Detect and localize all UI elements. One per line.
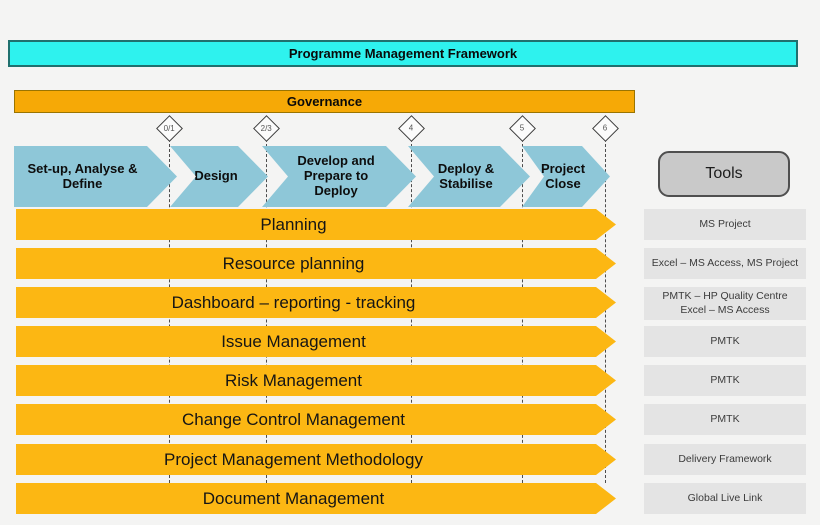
tool-box-dashboard: PMTK – HP Quality Centre Excel – MS Acce… (644, 287, 806, 320)
tool-box-change-control: PMTK (644, 404, 806, 435)
tool-box-resource-planning: Excel – MS Access, MS Project (644, 248, 806, 279)
tool-label: PMTK (710, 412, 740, 425)
tool-box-risk-management: PMTK (644, 365, 806, 396)
workstream-arrow-resource-planning: Resource planning (16, 248, 616, 279)
milestone-label: 2/3 (260, 123, 273, 133)
tool-label: PMTK (710, 373, 740, 386)
workstream-arrow-planning: Planning (16, 209, 616, 240)
milestone-diamond-icon: 5 (509, 115, 536, 142)
workstream-label: Dashboard – reporting - tracking (171, 292, 416, 312)
workstream-label: Risk Management (224, 370, 362, 390)
workstream-arrow-dashboard-reporting-tracking: Dashboard – reporting - tracking (16, 287, 616, 318)
tool-box-planning: MS Project (644, 209, 806, 240)
phase-chevron-deploy-stabilise: Deploy & Stabilise (408, 146, 530, 207)
phase-chevron-design: Design (170, 146, 268, 207)
tools-header-label: Tools (705, 165, 743, 182)
phase-label: Set-up, Analyse & Define (27, 160, 138, 191)
phase-label: Develop and Prepare to Deploy (297, 153, 375, 198)
workstream-label: Issue Management (221, 331, 366, 351)
tool-box-pm-methodology: Delivery Framework (644, 444, 806, 475)
phase-label: Deploy & Stabilise (437, 160, 495, 191)
framework-title-banner: Programme Management Framework (8, 40, 798, 67)
workstream-arrow-project-management-methodology: Project Management Methodology (16, 444, 616, 475)
workstream-label: Change Control Management (181, 409, 406, 429)
workstream-label: Resource planning (222, 253, 365, 273)
workstream-arrow-change-control-management: Change Control Management (16, 404, 616, 435)
tool-label: Global Live Link (687, 491, 763, 504)
milestone-diamond-icon: 2/3 (253, 115, 280, 142)
milestone-diamond-icon: 0/1 (156, 115, 183, 142)
milestone-label: 0/1 (163, 123, 176, 133)
workstream-arrow-document-management: Document Management (16, 483, 616, 514)
governance-label: Governance (286, 94, 363, 109)
milestone-label: 5 (520, 123, 525, 133)
framework-title: Programme Management Framework (288, 46, 518, 61)
milestone-diamond-icon: 4 (398, 115, 425, 142)
phase-label: Design (194, 168, 238, 184)
workstream-arrow-risk-management: Risk Management (16, 365, 616, 396)
tool-box-document-management: Global Live Link (644, 483, 806, 514)
milestone-diamond-icon: 6 (592, 115, 619, 142)
tools-header-button: Tools (658, 151, 790, 197)
phase-chevron-project-close: Project Close (522, 146, 610, 207)
workstream-arrow-issue-management: Issue Management (16, 326, 616, 357)
tool-label: PMTK (710, 334, 740, 347)
workstream-label: Document Management (202, 488, 385, 508)
tool-label: PMTK – HP Quality Centre Excel – MS Acce… (662, 290, 788, 316)
phase-label: Project Close (540, 160, 586, 191)
milestone-gridline (605, 139, 606, 483)
tool-label: Delivery Framework (678, 452, 772, 465)
tool-label: MS Project (699, 217, 751, 230)
milestone-label: 4 (409, 123, 414, 133)
tool-box-issue-management: PMTK (644, 326, 806, 357)
workstream-label: Project Management Methodology (164, 449, 423, 469)
tool-label: Excel – MS Access, MS Project (651, 256, 799, 269)
workstream-label: Planning (260, 214, 327, 234)
phase-chevron-setup-analyse-define: Set-up, Analyse & Define (14, 146, 177, 207)
milestone-label: 6 (603, 123, 608, 133)
phase-chevron-develop-prepare-deploy: Develop and Prepare to Deploy (262, 146, 416, 207)
governance-bar: Governance (14, 90, 635, 113)
